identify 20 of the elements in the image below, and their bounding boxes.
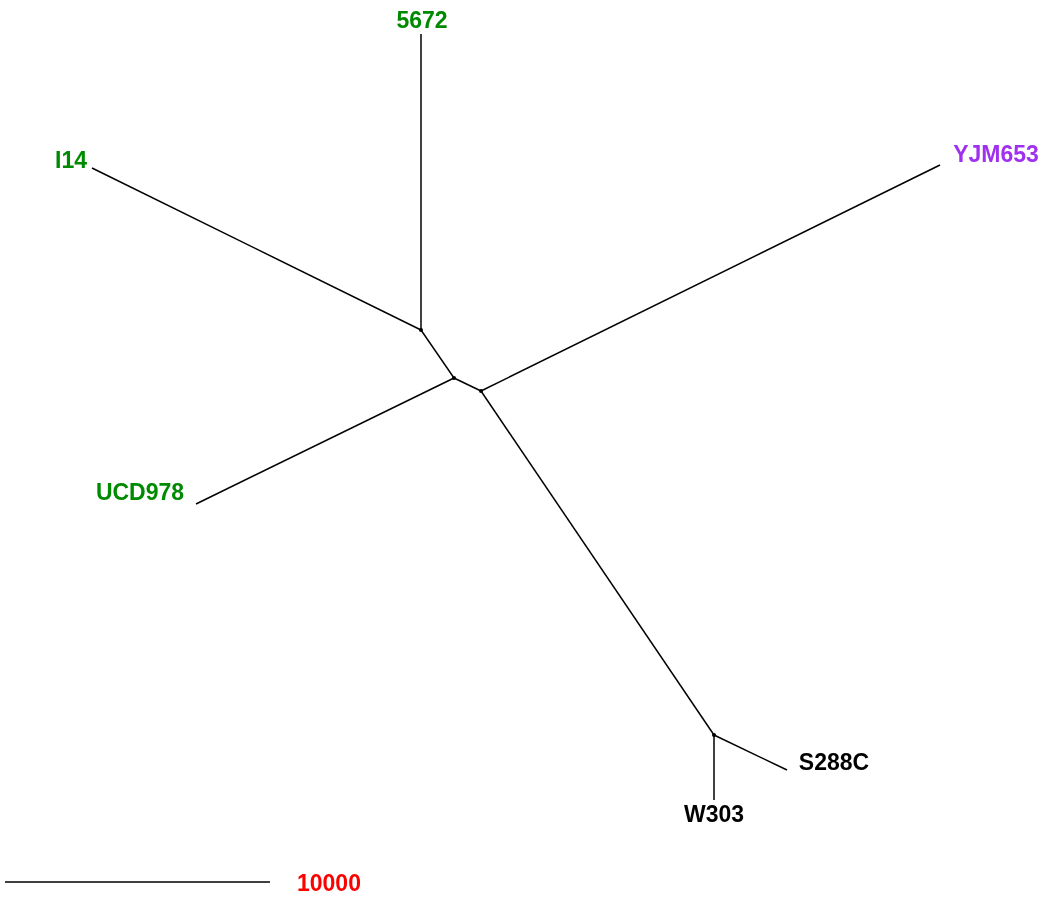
scale-value: 10000 (297, 869, 361, 897)
tree-branch (195, 377, 455, 505)
branch-point (419, 328, 423, 332)
branch-point (479, 389, 483, 393)
branch-point (452, 376, 456, 380)
strain-label: W303 (674, 800, 754, 828)
tree-branch (480, 390, 715, 736)
tree-branch (713, 734, 715, 801)
tree-branch (713, 734, 788, 771)
branch-point (712, 733, 716, 737)
strain-label: I14 (50, 146, 92, 174)
strain-label: YJM653 (940, 140, 1052, 168)
strain-label: 5672 (388, 6, 456, 34)
tree-branch (453, 377, 482, 392)
tree-branch (420, 33, 422, 331)
tree-branch (480, 164, 941, 392)
tree-branch (420, 329, 455, 379)
strain-label: S288C (787, 748, 881, 776)
strain-label: UCD978 (84, 478, 196, 506)
tree-branch (91, 167, 422, 331)
